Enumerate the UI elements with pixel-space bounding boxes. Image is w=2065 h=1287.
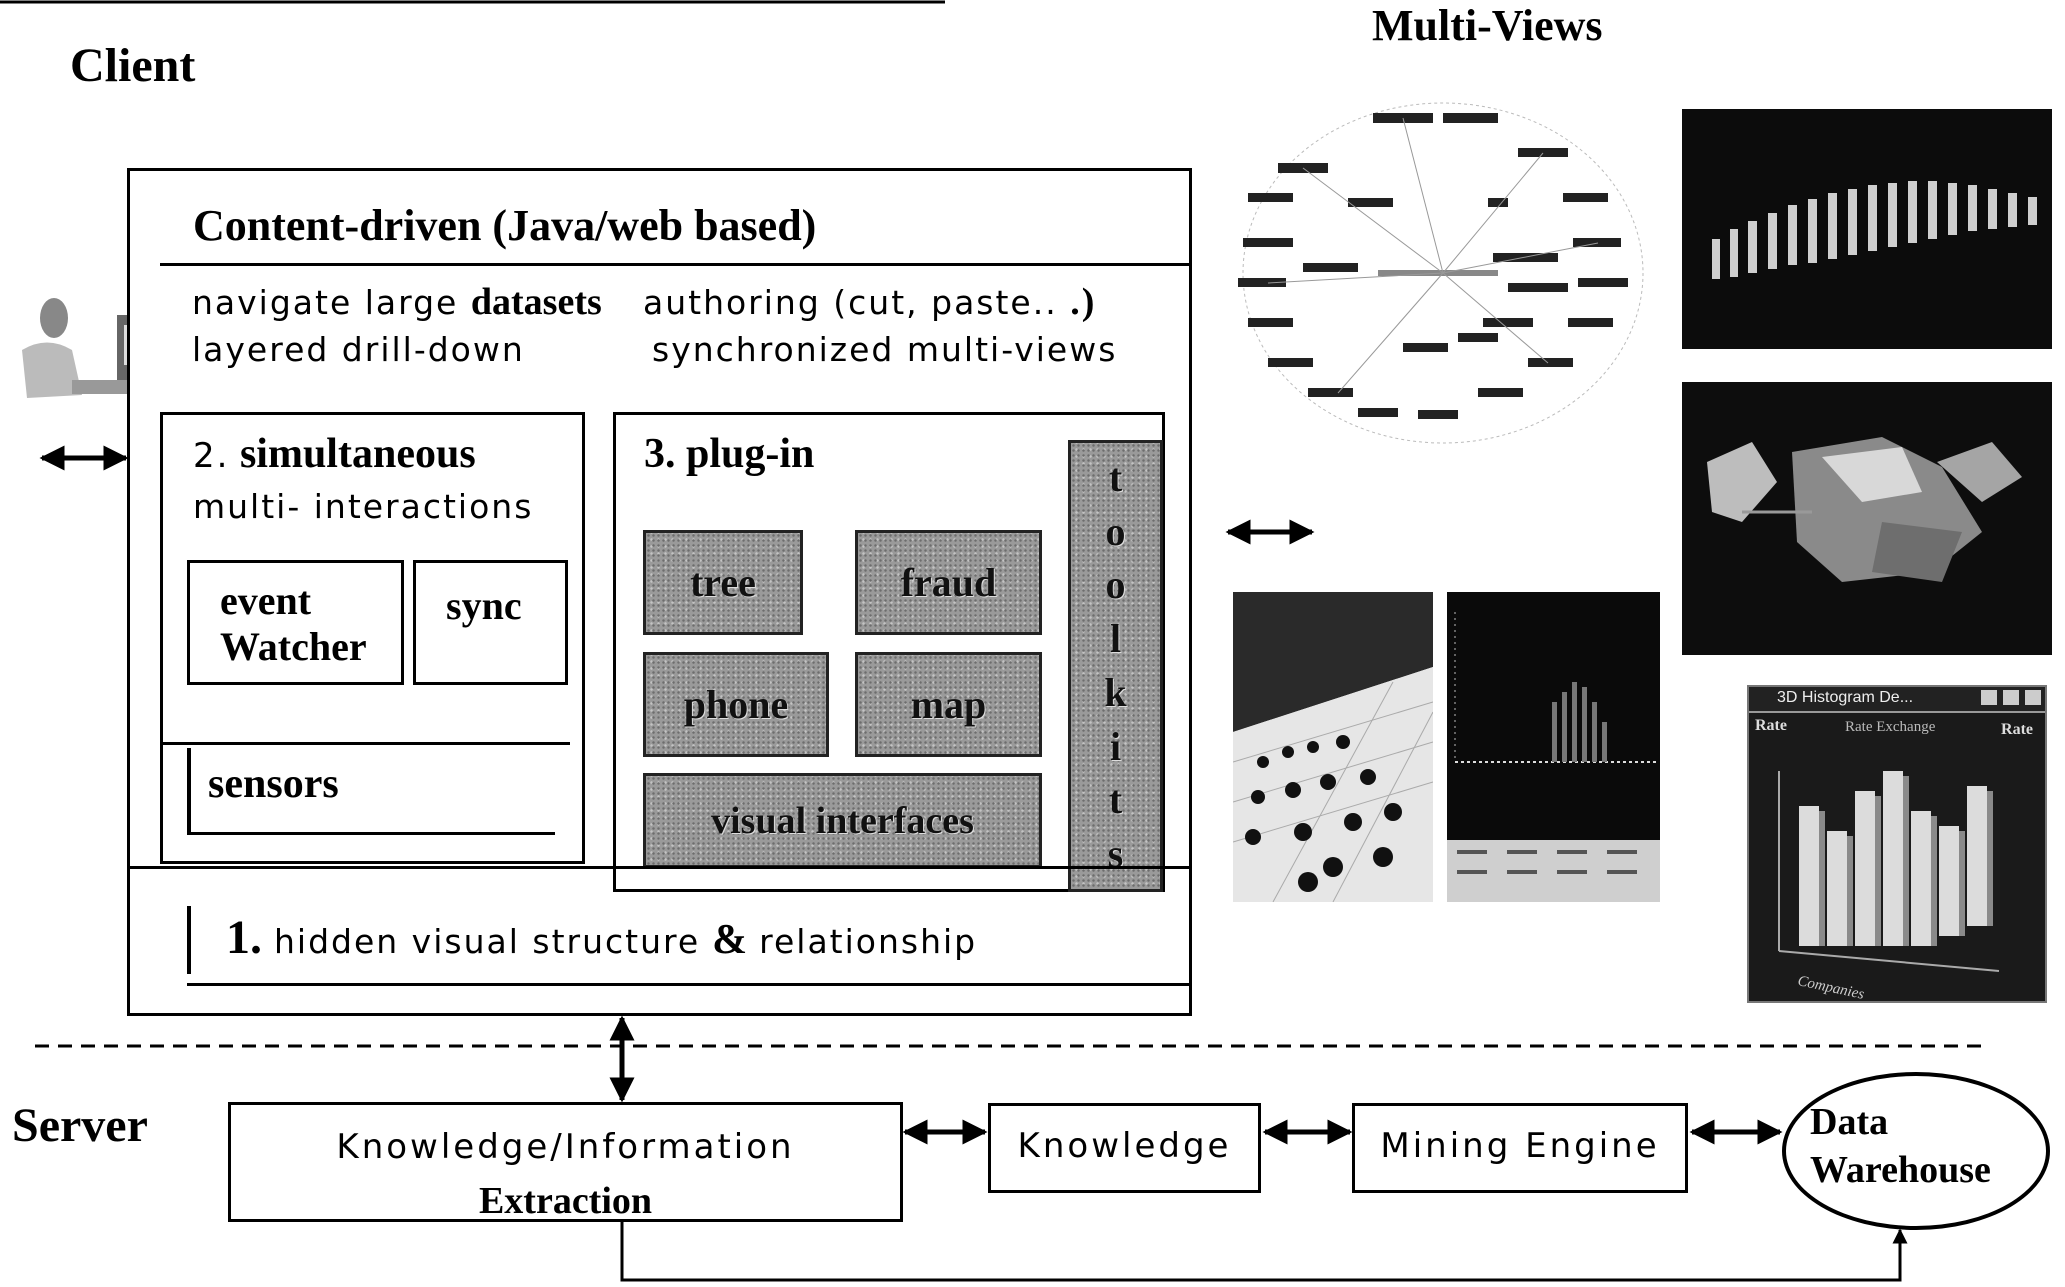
sync-label: sync: [446, 583, 522, 628]
event-watcher-label: event Watcher: [220, 578, 367, 669]
histogram-left-label: Rate: [1755, 717, 1787, 734]
knowledge-label: Knowledge: [1017, 1126, 1232, 1166]
data-warehouse-ellipse: Data Warehouse: [1782, 1072, 2050, 1230]
sensors-rule-bottom: [187, 832, 555, 835]
histogram-right-label: Rate: [2001, 721, 2033, 738]
content-title: Content-driven (Java/web based): [193, 201, 817, 250]
content-title-rule: [160, 263, 1192, 266]
histogram-center-label: Rate Exchange: [1845, 719, 1936, 735]
map-tile: map: [855, 652, 1042, 757]
terrain-scatter-view: [1233, 592, 1433, 902]
extraction-box: Knowledge/Information Extraction: [228, 1102, 903, 1222]
3d-histogram-window: 3D Histogram De... Rate Rate Exchange Ra…: [1747, 685, 2047, 1003]
feature-authoring: authoring (cut, paste.. .): [643, 281, 1097, 323]
histogram-dots-view: [1447, 592, 1660, 902]
hidden-rule-bottom: [187, 983, 1192, 986]
sensors-rule-top: [160, 742, 570, 745]
toolkits-letter-s: s: [1107, 831, 1124, 877]
3d-shapes-view: [1682, 382, 2052, 655]
toolkits-letter-o2: o: [1105, 562, 1126, 608]
event-watcher-box: [187, 560, 404, 685]
tree-tile: tree: [643, 530, 803, 635]
toolkits-letter-k: k: [1104, 669, 1127, 715]
toolkits-letter-o: o: [1105, 508, 1126, 554]
phone-tile: phone: [643, 652, 829, 757]
feature-sync-views: synchronized multi-views: [652, 330, 1118, 369]
mining-engine-box: Mining Engine: [1352, 1103, 1688, 1193]
toolkits-letter-t: t: [1108, 454, 1123, 500]
hidden-rule-top: [127, 866, 1192, 869]
hidden-structure: 1. hidden visual structure & relationshi…: [226, 911, 978, 964]
extraction-line1: Knowledge/Information: [336, 1127, 795, 1167]
toolkits-letter-t2: t: [1108, 777, 1123, 823]
server-label: Server: [12, 1099, 148, 1152]
histogram-title: 3D Histogram De...: [1777, 689, 1914, 706]
knowledge-box: Knowledge: [988, 1103, 1261, 1193]
simultaneous-subtitle: multi- interactions: [193, 487, 534, 526]
fraud-tile: fraud: [855, 530, 1042, 635]
toolkits-letter-l: l: [1109, 616, 1122, 662]
sync-box: [413, 560, 568, 685]
histogram-titlebar: 3D Histogram De...: [1749, 687, 2045, 713]
plugin-title: 3. plug-in: [644, 431, 815, 477]
simultaneous-title: 2. simultaneous: [193, 431, 476, 477]
maximize-icon[interactable]: [2003, 690, 2019, 705]
visual-interfaces-tile: visual interfaces: [643, 773, 1042, 868]
feature-drilldown: layered drill-down: [192, 330, 525, 369]
3d-bars-view: [1682, 109, 2052, 349]
toolkits-bar: t o o l k i t s: [1068, 440, 1163, 892]
close-icon[interactable]: [2025, 690, 2041, 705]
hidden-rule-left: [187, 906, 191, 974]
multiviews-label: Multi-Views: [1372, 1, 1603, 50]
sensors-label: sensors: [208, 761, 339, 807]
feature-navigate: navigate large datasets: [192, 281, 602, 323]
mining-engine-label: Mining Engine: [1380, 1126, 1660, 1166]
feedback-loop: [620, 1222, 1908, 1282]
sensors-rule-left: [187, 748, 191, 834]
client-label: Client: [70, 39, 196, 92]
toolkits-letter-i: i: [1109, 723, 1122, 769]
data-warehouse-label: Data Warehouse: [1810, 1101, 1991, 1191]
minimize-icon[interactable]: [1981, 690, 1997, 705]
cluster-tree-view: [1218, 88, 1673, 458]
extraction-line2: Extraction: [478, 1180, 653, 1222]
